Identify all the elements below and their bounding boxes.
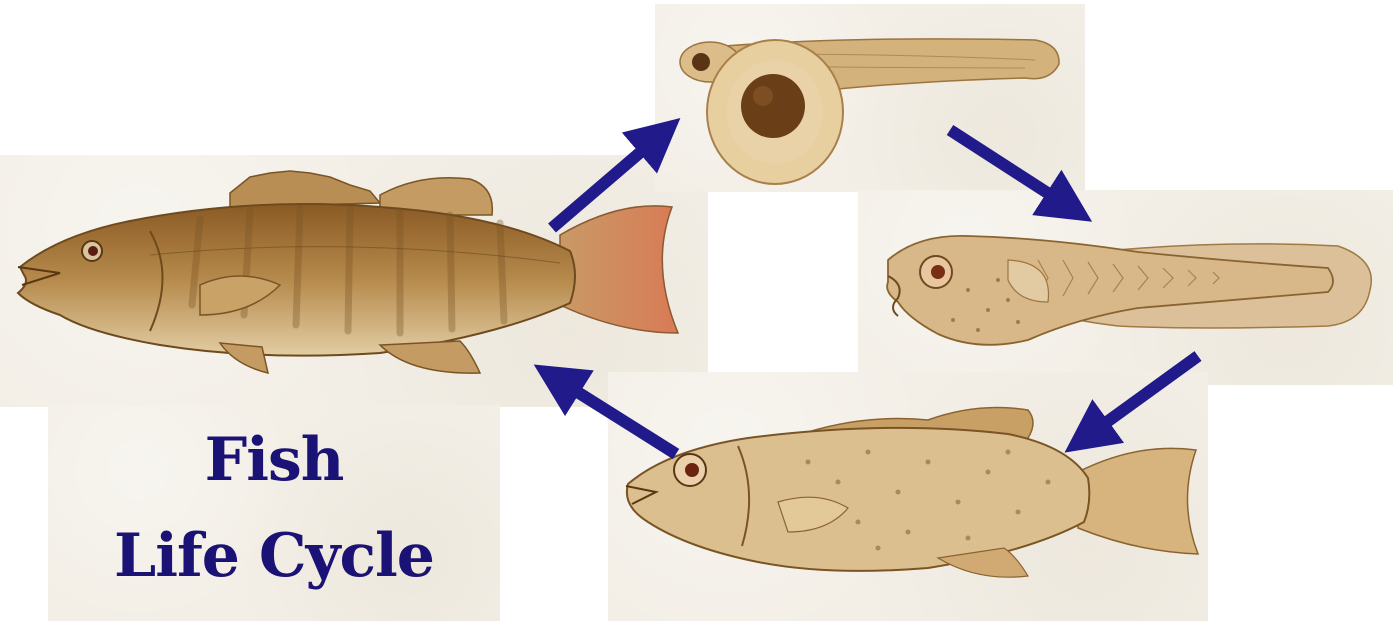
juvenile-fish-illustration: [608, 372, 1208, 621]
juvenile-fish-panel: [608, 372, 1208, 621]
larval-fish-panel: [858, 190, 1393, 385]
adult-fish-panel: [0, 155, 708, 407]
title-fish: Fish: [48, 425, 500, 495]
sac-fry-illustration: [655, 4, 1085, 192]
sac-fry-panel: [655, 4, 1085, 192]
adult-fish-illustration: [0, 155, 708, 407]
title-panel: Fish Life Cycle: [48, 405, 500, 621]
larval-fish-illustration: [858, 190, 1393, 385]
title-life-cycle: Life Cycle: [48, 521, 500, 591]
